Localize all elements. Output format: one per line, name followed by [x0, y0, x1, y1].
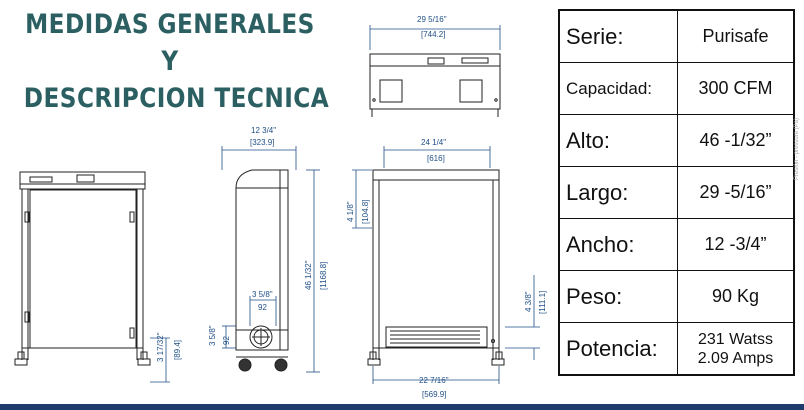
fan-offset-mm: 92: [258, 303, 267, 312]
foot-height-label: 3 17/32": [156, 332, 165, 362]
spec-value: 300 CFM: [677, 62, 795, 115]
back-width-mm: [616]: [427, 154, 445, 163]
spec-row-alto: Alto: 46 -1/32”: [558, 114, 795, 167]
title-line-1: MEDIDAS GENERALES: [25, 9, 315, 40]
total-height-label: 46 1/32": [304, 260, 313, 290]
side-depth-mm: [323.9]: [250, 138, 274, 147]
technical-drawing: 3 17/32" [89.4] 12 3/4" [323.9] 46 1/32"…: [14, 15, 547, 399]
spec-row-ancho: Ancho: 12 -3/4”: [558, 218, 795, 271]
spec-label: Potencia:: [558, 322, 678, 376]
spec-row-serie: Serie: Purisafe: [558, 9, 795, 63]
spec-label: Largo:: [558, 166, 678, 219]
back-width-label: 24 1/4": [421, 138, 446, 147]
spec-value: 46 -1/32”: [677, 114, 795, 167]
spec-value: 231 Watss 2.09 Amps: [677, 322, 795, 376]
top-offset-mm: [104.8]: [361, 200, 370, 224]
spec-row-capacidad: Capacidad: 300 CFM: [558, 62, 795, 115]
spec-label: Capacidad:: [558, 62, 678, 115]
title-line-3: DESCRIPCION TECNICA: [23, 83, 330, 114]
vent-height-label: 4 3/8": [524, 291, 533, 312]
front-view: [14, 171, 151, 366]
fan-height-label: 3 5/8": [208, 325, 217, 346]
side-depth-label: 12 3/4": [251, 126, 276, 135]
spec-row-potencia: Potencia: 231 Watss 2.09 Amps: [558, 322, 795, 376]
spec-label: Alto:: [558, 114, 678, 167]
vent-height-mm: [111.1]: [538, 291, 547, 314]
side-note: Presión - pressure (Pa): [794, 117, 800, 180]
side-view: [235, 169, 289, 372]
spec-table: Serie: Purisafe Capacidad: 300 CFM Alto:…: [558, 9, 795, 376]
spec-value: Purisafe: [677, 9, 795, 63]
title-line-2: Y: [161, 46, 179, 77]
front-foot-dimension: [150, 337, 170, 383]
top-dimensions: [369, 25, 501, 50]
top-view: [369, 53, 501, 117]
top-offset-label: 4 1/8": [346, 201, 355, 222]
side-dimensions: [221, 146, 320, 373]
spec-label: Serie:: [558, 9, 678, 63]
back-dimensions: [352, 146, 540, 384]
spec-label: Peso:: [558, 270, 678, 323]
fan-height-mm: 92: [222, 336, 231, 345]
base-width-label: 22 7/16": [419, 376, 449, 385]
spec-value: 29 -5/16”: [677, 166, 795, 219]
top-width-label: 29 5/16": [417, 15, 447, 24]
spec-row-largo: Largo: 29 -5/16”: [558, 166, 795, 219]
back-view: [367, 169, 505, 366]
spec-label: Ancho:: [558, 218, 678, 271]
base-width-mm: [569.9]: [422, 390, 446, 399]
foot-height-mm: [89.4]: [173, 340, 182, 360]
title-block: MEDIDAS GENERALES Y DESCRIPCION TECNICA: [0, 6, 340, 117]
spec-value: 90 Kg: [677, 270, 795, 323]
fan-offset-label: 3 5/8": [252, 290, 273, 299]
bottom-bar: [0, 404, 804, 410]
total-height-mm: [1168.8]: [319, 262, 328, 290]
spec-row-peso: Peso: 90 Kg: [558, 270, 795, 323]
spec-value-line-2: 2.09 Amps: [697, 349, 774, 367]
spec-value-line-1: 231 Watss: [698, 330, 773, 348]
top-width-mm: [744.2]: [421, 30, 445, 39]
spec-value: 12 -3/4”: [677, 218, 795, 271]
